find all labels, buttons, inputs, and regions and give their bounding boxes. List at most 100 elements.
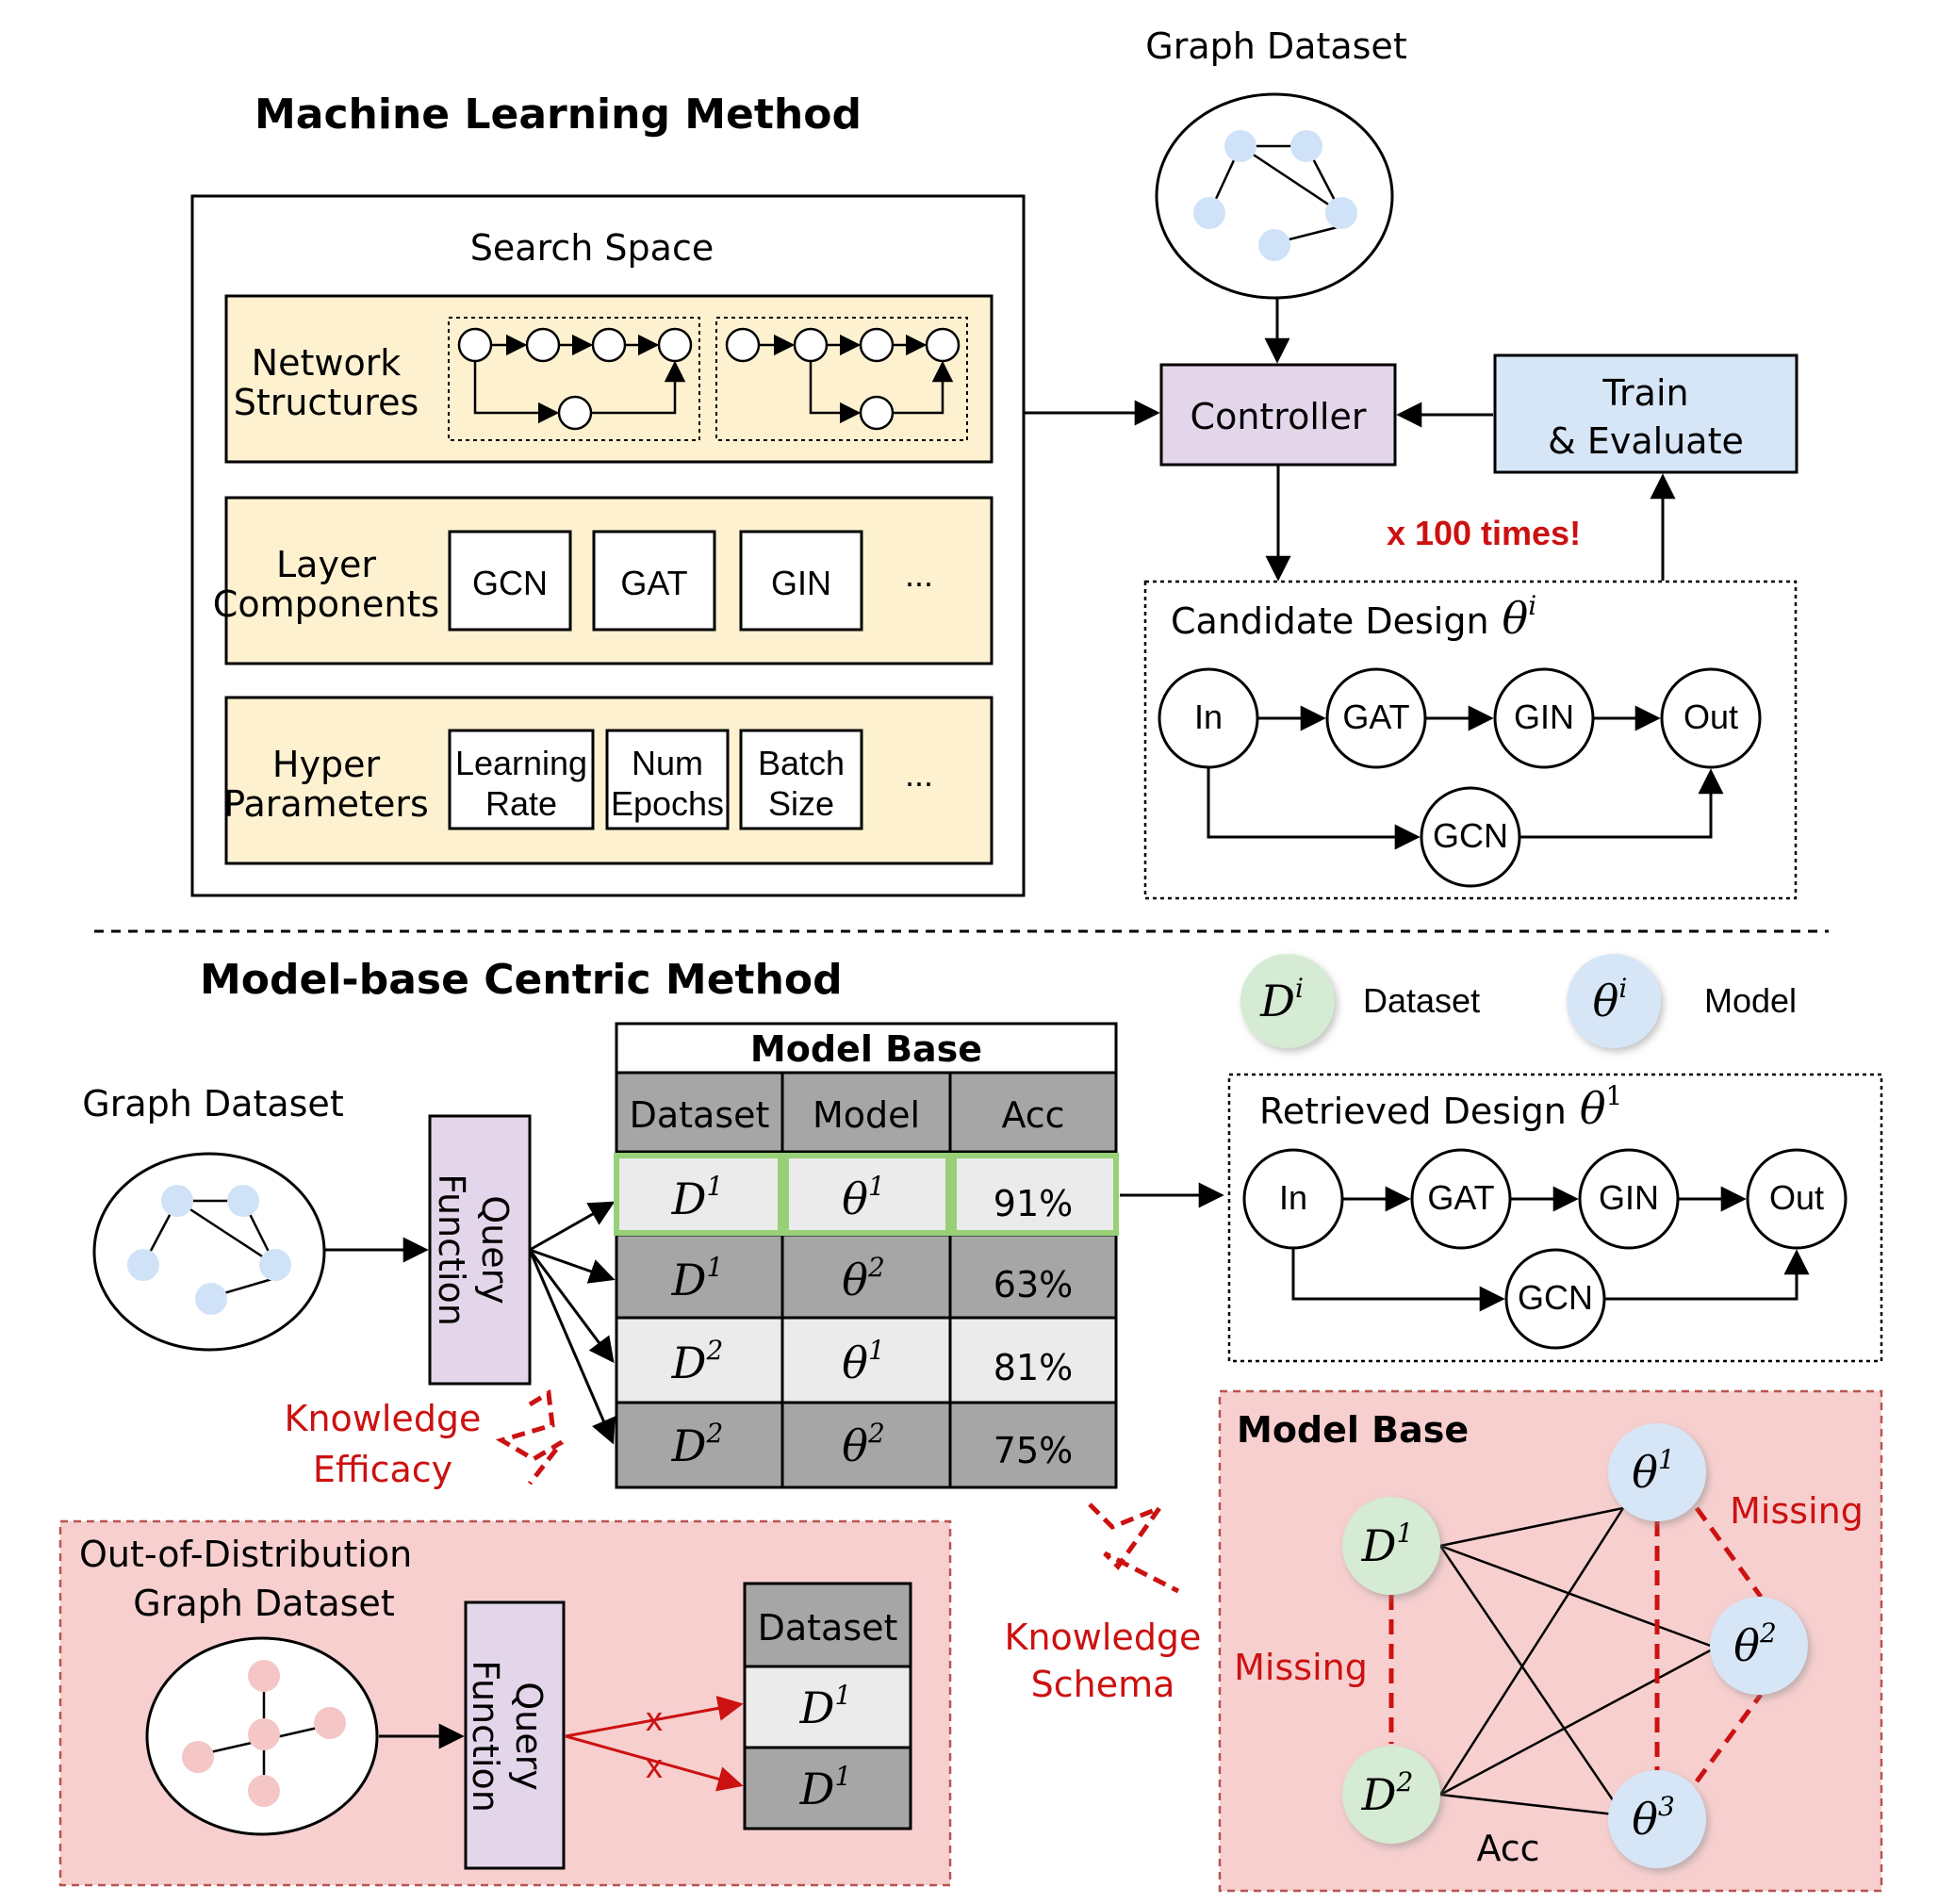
candidate-node-gin: GIN	[1514, 698, 1574, 736]
table-header-model: Model	[813, 1094, 920, 1136]
structure-option-2	[715, 317, 968, 441]
retrieved-node-out: Out	[1769, 1178, 1824, 1217]
table-row-4-acc: 75%	[994, 1430, 1073, 1471]
highlight-cell-model	[783, 1153, 951, 1236]
missing-label-left: Missing	[1234, 1647, 1368, 1688]
legend-dataset-swatch	[1240, 954, 1335, 1048]
hyper-learning-rate-line1: Learning	[455, 744, 587, 782]
hyper-parameters-row: Hyper Parameters Learning Rate Num Epoch…	[223, 696, 994, 865]
retrieved-node-gin: GIN	[1599, 1178, 1659, 1217]
table-row-3-model: θ1	[842, 1335, 885, 1388]
hyper-batch-size-line1: Batch	[758, 744, 845, 782]
ood-query-function-line1: Query	[508, 1682, 550, 1790]
layer-option-gin: GIN	[771, 564, 831, 602]
search-space-title: Search Space	[470, 227, 714, 269]
hyper-more-ellipsis: ...	[905, 755, 933, 794]
hyper-num-epochs-line1: Num	[632, 744, 703, 782]
legend: Di Dataset θi Model	[1240, 954, 1797, 1048]
knowledge-efficacy-line1: Knowledge	[285, 1398, 482, 1439]
layer-components-row: Layer Components GCN GAT GIN ...	[213, 496, 994, 665]
graph-node-theta1: θ1	[1632, 1444, 1675, 1498]
top-graph-dataset-icon	[1155, 92, 1394, 300]
train-evaluate-line2: & Evaluate	[1548, 420, 1744, 462]
table-row-1-dataset: D1	[671, 1171, 724, 1224]
train-evaluate-box	[1493, 353, 1798, 474]
controller-box	[1159, 363, 1397, 467]
knowledge-schema-line1: Knowledge	[1005, 1617, 1202, 1658]
table-header-dataset: Dataset	[630, 1094, 770, 1136]
network-structures-label-line1: Network	[252, 342, 402, 384]
knowledge-efficacy-zigzag-icon	[495, 1388, 564, 1485]
layer-components-label-line1: Layer	[276, 544, 376, 585]
layer-more-ellipsis: ...	[905, 555, 933, 594]
ood-panel: Out-of-Distribution Graph Dataset Query …	[58, 1519, 952, 1887]
layer-option-gat: GAT	[620, 564, 687, 602]
table-row-4-model: θ2	[842, 1418, 885, 1471]
retrieved-node-gcn: GCN	[1518, 1278, 1593, 1317]
ood-table-header: Dataset	[758, 1607, 898, 1649]
layer-option-gcn: GCN	[472, 564, 548, 602]
table-header-acc: Acc	[1001, 1094, 1064, 1136]
graph-node-d2: D2	[1361, 1766, 1414, 1820]
network-structures-label-line2: Structures	[234, 382, 419, 423]
graph-node-theta2: θ2	[1733, 1617, 1777, 1671]
table-row-2-model: θ2	[842, 1252, 885, 1305]
bottom-graph-dataset-icon	[92, 1152, 326, 1352]
hyper-learning-rate-line2: Rate	[485, 784, 557, 823]
query-function-line2: Function	[431, 1174, 472, 1326]
hyper-batch-size-line2: Size	[768, 784, 834, 823]
search-space-panel: Search Space Network Structures	[190, 194, 1026, 897]
hyper-parameters-label-line1: Hyper	[272, 744, 381, 785]
top-graph-dataset-label: Graph Dataset	[1145, 25, 1406, 67]
missing-label-right: Missing	[1730, 1490, 1864, 1532]
train-evaluate-line1: Train	[1601, 372, 1688, 414]
retrieved-node-in: In	[1279, 1178, 1307, 1217]
graph-node-d1: D1	[1361, 1518, 1414, 1571]
model-base-graph-title: Model Base	[1237, 1409, 1469, 1451]
knowledge-efficacy-line2: Efficacy	[313, 1449, 452, 1490]
network-structures-row: Network Structures	[224, 294, 994, 464]
top-section-title: Machine Learning Method	[255, 90, 862, 139]
structure-option-1	[448, 317, 700, 441]
ood-arrow-mark-2: x	[646, 1747, 663, 1785]
ood-title-line1: Out-of-Distribution	[79, 1534, 412, 1575]
table-row-2-dataset: D1	[671, 1252, 724, 1305]
legend-dataset-symbol: Di	[1259, 973, 1304, 1026]
ood-table-row-1: D1	[799, 1680, 852, 1733]
query-function-line1: Query	[474, 1195, 516, 1304]
table-row-1-acc: 91%	[994, 1183, 1073, 1224]
table-row-1-model: θ1	[842, 1171, 885, 1224]
bottom-graph-dataset-label: Graph Dataset	[82, 1083, 343, 1124]
controller-label: Controller	[1191, 396, 1367, 437]
highlight-cell-acc	[951, 1153, 1119, 1236]
table-row-3-dataset: D2	[671, 1335, 724, 1388]
candidate-node-gcn: GCN	[1433, 816, 1508, 855]
knowledge-schema-zigzag-icon	[1088, 1502, 1180, 1594]
model-base-table-title: Model Base	[750, 1028, 982, 1070]
table-row-2-acc: 63%	[994, 1264, 1073, 1305]
legend-model-label: Model	[1704, 981, 1797, 1020]
table-row-4-dataset: D2	[671, 1418, 724, 1471]
ood-graph-icon	[145, 1636, 379, 1836]
model-base-graph-panel: Model Base Missing Missing Acc D1 D2 θ1 …	[1218, 1389, 1883, 1893]
layer-components-label-line2: Components	[213, 583, 439, 625]
table-row-3-acc: 81%	[994, 1347, 1073, 1388]
model-base-table: Model Base Dataset Model Acc D1 θ1 91% D…	[614, 1022, 1119, 1489]
retrieved-node-gat: GAT	[1427, 1178, 1494, 1217]
edge-label-acc: Acc	[1476, 1828, 1539, 1869]
ood-table-row-2: D1	[799, 1761, 852, 1814]
ood-title-line2: Graph Dataset	[133, 1583, 394, 1624]
graph-node-theta3: θ3	[1632, 1791, 1675, 1845]
query-arrows	[528, 1201, 616, 1445]
bottom-section-title: Model-base Centric Method	[200, 956, 843, 1004]
ood-arrow-mark-1: x	[646, 1699, 663, 1738]
candidate-node-out: Out	[1683, 698, 1738, 736]
legend-dataset-label: Dataset	[1363, 981, 1480, 1020]
knowledge-schema-line2: Schema	[1031, 1664, 1175, 1705]
hyper-parameters-label-line2: Parameters	[223, 783, 429, 825]
highlight-cell-dataset	[614, 1153, 783, 1236]
